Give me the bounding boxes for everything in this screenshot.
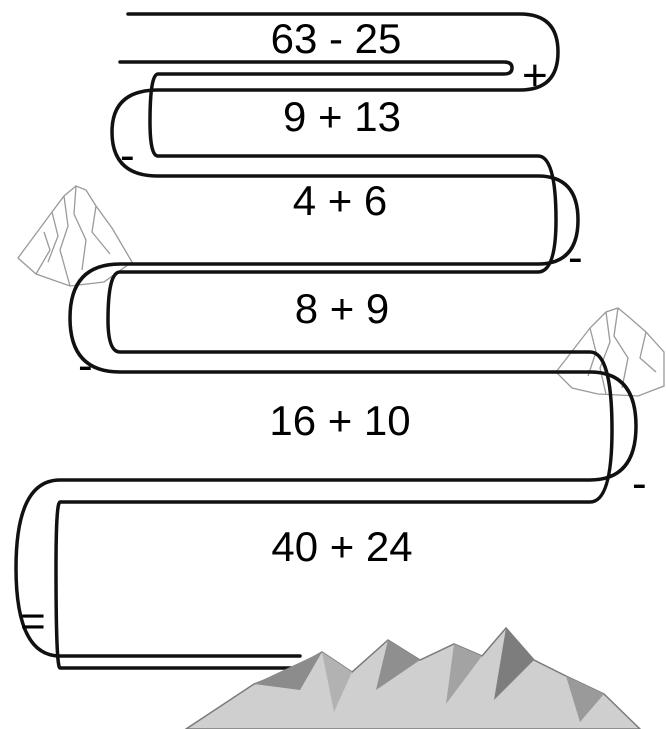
expression-4: 8 + 9 [295,288,390,330]
operator-minus-4: - [632,462,647,506]
operator-equals: = [20,600,46,644]
small-mountain-left-icon [18,186,132,286]
expression-2: 9 + 13 [283,96,401,138]
operator-minus-1: - [120,134,135,178]
expression-6: 40 + 24 [271,526,412,568]
expression-1: 63 - 25 [271,18,402,60]
operator-minus-3: - [78,344,93,388]
operator-plus: + [522,54,548,98]
mountain-range-illustration [186,628,640,729]
expression-3: 4 + 6 [293,180,388,222]
operator-minus-2: - [568,236,583,280]
expression-5: 16 + 10 [269,400,410,442]
